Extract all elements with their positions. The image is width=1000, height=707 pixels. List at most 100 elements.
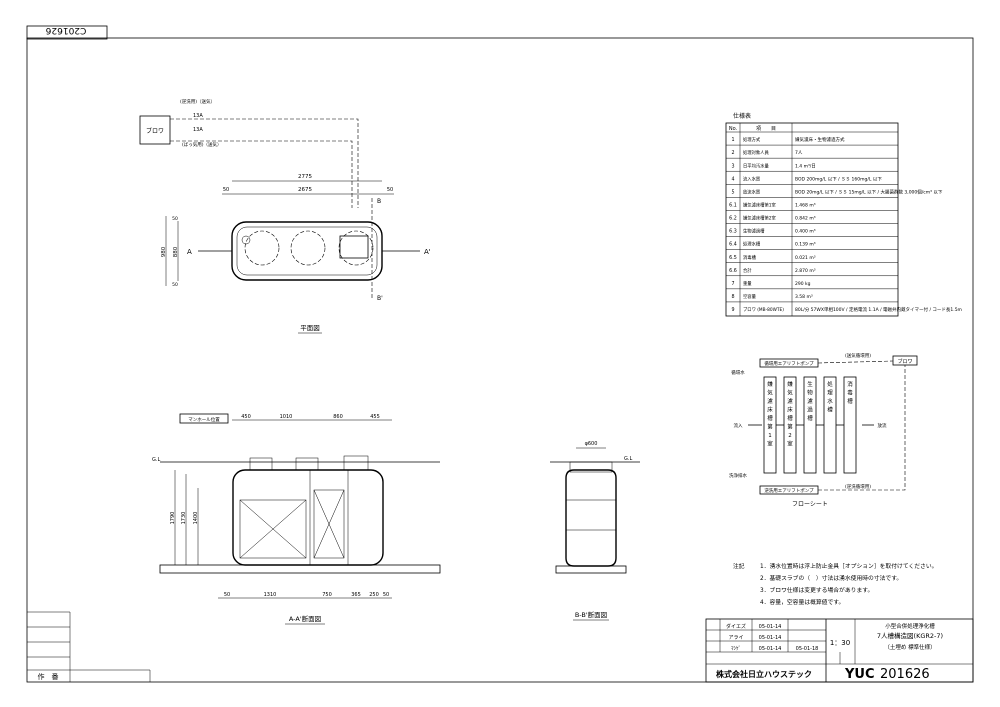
dim-label: 50 (172, 216, 178, 222)
manhole-label: マンホール位置 (188, 416, 220, 423)
flow-right-label: 放流 (878, 422, 887, 429)
spec-value: 7人 (795, 150, 803, 156)
flow-tank-label: 槽 (847, 397, 853, 405)
spec-no: 6.6 (729, 268, 737, 274)
section-aa-title: A-A'断面図 (289, 614, 321, 623)
flow-tank-label: 第 (787, 423, 793, 431)
air-label: (逆洗循環用) (845, 483, 871, 490)
spec-header: No. (729, 126, 738, 132)
drawing-no: 201626 (880, 667, 930, 682)
dim-label: 1010 (280, 414, 293, 420)
drawing-no-prefix: YUC (844, 667, 875, 682)
dim-label: 1310 (264, 592, 277, 598)
section-bb: φ600 G.L B-B'断面図 (550, 441, 640, 621)
title-block: ダイエズ 05-01-14 アライ 05-01-14 ﾏｼｹﾞ 05-01-14… (705, 618, 974, 683)
spec-value: 1.4 m³/日 (795, 163, 816, 169)
spec-value: 290 kg (795, 281, 811, 287)
spec-item: 処理方式 (743, 136, 761, 143)
flow-tank-label: 第 (767, 423, 773, 431)
dim-label: 50 (383, 592, 389, 598)
dim-label: 880 (173, 246, 179, 257)
flow-tank-label: 室 (767, 440, 773, 448)
spec-no: 6.2 (729, 216, 737, 222)
product-line: （土埋め 標準仕様） (884, 643, 935, 651)
dim-label: 365 (351, 592, 361, 598)
dim-label: 2775 (298, 174, 312, 180)
flow-tank-label: 槽 (807, 414, 813, 422)
section-mark: B' (377, 295, 383, 302)
spec-item: 重量 (743, 280, 752, 287)
gl-label: G.L (624, 456, 632, 462)
spec-no: 6.4 (729, 242, 737, 248)
dim-label: 2675 (298, 187, 312, 193)
drawing-date: 05-01-18 (796, 646, 819, 652)
plan-view: ブロワ (逆洗用)（送気） 13A 13A (ばっ気用)（送気） 2775 26… (139, 98, 431, 334)
note-item: 3．ブロワ仕様は変更する場合があります。 (760, 586, 873, 594)
pump-label: 循環用エアリフトポンプ (764, 360, 814, 367)
scale: 1：30 (830, 639, 850, 647)
dim-label: 1400 (193, 512, 199, 525)
dim-label: φ600 (585, 441, 598, 447)
dim-label: 450 (241, 414, 251, 420)
spec-item: ブロワ (MB-80WTE) (743, 306, 784, 313)
pipe-label: 13A (193, 113, 203, 119)
notes: 注記 1．湧水位置時は浮上防止金具［オプション］を取付けてください。 2．基礎ス… (733, 562, 937, 606)
spec-item: 嫌気濾床槽第2室 (743, 215, 777, 222)
sign-date: 05-01-14 (759, 635, 782, 641)
spec-value: BOD 200mg/L 以下 / ＳＳ 160mg/L 以下 (795, 176, 882, 182)
sheet-border (26, 37, 974, 683)
revision-label: 作 番 (38, 672, 59, 681)
product-line: 7人槽構造図(KGR2-7) (877, 631, 943, 640)
flow-tank-label: 槽 (787, 414, 793, 422)
flow-tank-label: 生 (807, 380, 813, 388)
dim-label: 250 (369, 592, 379, 598)
spec-no: 7 (731, 281, 734, 287)
signer: アライ (728, 635, 743, 641)
flow-tank-label: 濾 (767, 397, 773, 405)
flow-tank-label: 水 (827, 397, 833, 405)
spec-no: 5 (731, 189, 734, 195)
spec-value: 0.842 m³ (795, 216, 816, 222)
blower-box (139, 115, 171, 145)
spec-value: 2.870 m³ (795, 268, 816, 274)
spec-no: 4 (731, 176, 734, 182)
flow-left-label: 循環水 (731, 369, 745, 376)
spec-item: 消毒槽 (743, 254, 757, 261)
spec-value: 0.139 m³ (795, 242, 816, 248)
spec-item: 空容量 (743, 293, 757, 300)
flow-left-label: 洗浄排水 (729, 472, 747, 479)
spec-item: 嫌気濾床槽第1室 (743, 202, 777, 209)
signer: ダイエズ (726, 623, 746, 630)
spec-item: 放流水質 (743, 188, 761, 195)
blower-label: ブロワ (146, 127, 164, 135)
flow-tank-label: 2 (788, 433, 792, 439)
air-label: (送気循環用) (845, 352, 871, 359)
flow-tank-label: 物 (807, 389, 813, 397)
tank-outline (231, 221, 383, 281)
dim-label: 455 (370, 414, 380, 420)
section-mark: A' (424, 248, 431, 256)
dim-label: 750 (322, 592, 332, 598)
flow-tank-label: 床 (767, 406, 773, 414)
dim-label: 1790 (170, 512, 176, 525)
flow-tank-label: 嫌 (767, 380, 773, 388)
note-item: 4．容量，空容量は概算値です。 (760, 598, 844, 606)
spec-no: 9 (731, 307, 734, 313)
dim-label: 860 (333, 414, 343, 420)
spec-value: 0.400 m³ (795, 229, 816, 235)
spec-no: 6.5 (729, 255, 737, 261)
flow-tank-label: 気 (787, 389, 793, 397)
spec-item: 処理水槽 (743, 241, 761, 248)
spec-caption: 仕様表 (733, 112, 751, 120)
corner-code: C201626 (45, 25, 86, 35)
flow-tank-label: 室 (787, 440, 793, 448)
spec-no: 2 (731, 150, 734, 156)
section-tank (232, 469, 384, 566)
flow-tank-label: 嫌 (787, 380, 793, 388)
dim-label: 50 (223, 187, 229, 193)
pipe-label: (ばっ気用)（送気） (182, 141, 222, 148)
dim-label: 50 (387, 187, 393, 193)
sign-date: 05-01-14 (759, 624, 782, 630)
plan-title: 平面図 (300, 324, 320, 332)
